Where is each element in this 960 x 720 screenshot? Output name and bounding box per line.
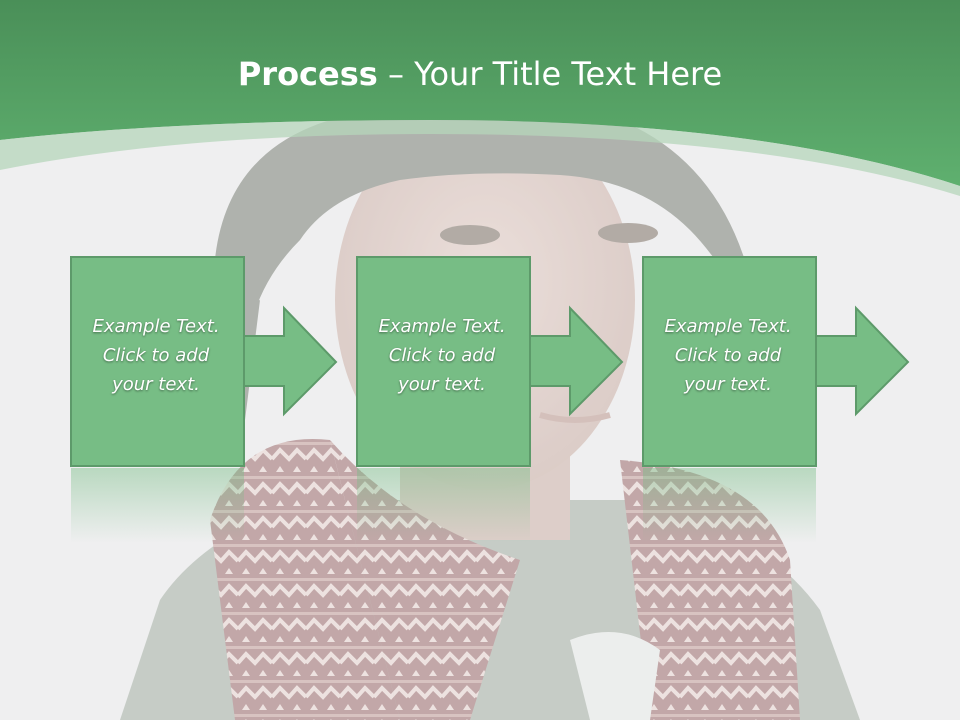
slide-title[interactable]: Process – Your Title Text Here bbox=[0, 52, 960, 96]
step-text-line-3: your text. bbox=[684, 374, 772, 395]
step-text-line-3: your text. bbox=[398, 374, 486, 395]
step-text[interactable]: Example Text. Click to add your text. bbox=[642, 312, 814, 399]
step-arrow-shape bbox=[356, 256, 624, 543]
step-text-line-3: your text. bbox=[112, 374, 200, 395]
step-text[interactable]: Example Text. Click to add your text. bbox=[70, 312, 242, 399]
step-text-line-1: Example Text. bbox=[92, 316, 220, 337]
title-bold-word: Process bbox=[237, 55, 378, 93]
process-step-2[interactable]: Example Text. Click to add your text. bbox=[356, 256, 626, 546]
header-band bbox=[0, 0, 960, 196]
process-step-1[interactable]: Example Text. Click to add your text. bbox=[70, 256, 340, 546]
process-step-3[interactable]: Example Text. Click to add your text. bbox=[642, 256, 912, 546]
step-text-line-2: Click to add bbox=[102, 345, 210, 366]
step-arrow-shape bbox=[642, 256, 910, 543]
step-text-line-2: Click to add bbox=[388, 345, 496, 366]
step-text[interactable]: Example Text. Click to add your text. bbox=[356, 312, 528, 399]
step-text-line-1: Example Text. bbox=[378, 316, 506, 337]
step-arrow-shape bbox=[70, 256, 338, 543]
title-rest: – Your Title Text Here bbox=[377, 55, 723, 93]
step-text-line-2: Click to add bbox=[674, 345, 782, 366]
step-text-line-1: Example Text. bbox=[664, 316, 792, 337]
